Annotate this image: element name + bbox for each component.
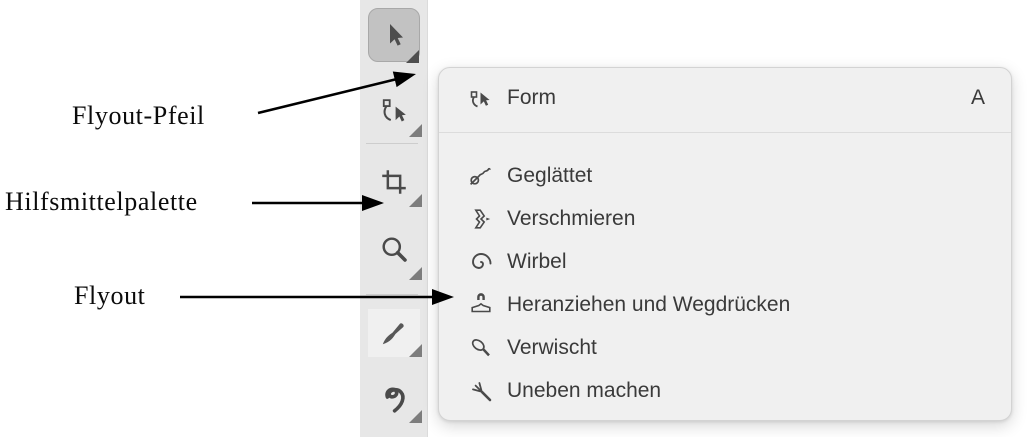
menu-item-form[interactable]: Form A bbox=[439, 78, 1011, 118]
annotation-label-flyout: Flyout bbox=[74, 281, 146, 310]
freehand-curve-tool-flyout-arrow-indicator[interactable] bbox=[409, 410, 422, 423]
menu-item-label: Uneben machen bbox=[507, 378, 662, 402]
freehand-curve-tool-button[interactable] bbox=[368, 376, 420, 424]
paintbrush-tool-flyout-arrow-indicator[interactable] bbox=[409, 344, 422, 357]
menu-separator bbox=[439, 132, 1011, 133]
menu-item-wirbel[interactable]: Wirbel bbox=[439, 240, 1011, 283]
menu-item-verwischt[interactable]: Verwischt bbox=[439, 326, 1011, 369]
zoom-tool-icon bbox=[382, 237, 407, 262]
menu-item-uneben-machen[interactable]: Uneben machen bbox=[439, 369, 1011, 412]
crop-tool-icon bbox=[382, 170, 406, 194]
menu-item-label: Heranziehen und Wegdrücken bbox=[507, 292, 791, 316]
annotation-label-flyout-pfeil: Flyout-Pfeil bbox=[72, 101, 205, 130]
menu-item-verschmieren[interactable]: Verschmieren bbox=[439, 197, 1011, 240]
shape-tool-icon bbox=[382, 99, 406, 122]
menu-item-shortcut: A bbox=[970, 86, 985, 109]
smudge-tool-icon bbox=[471, 338, 490, 356]
zoom-tool-button[interactable] bbox=[368, 225, 420, 273]
smear-tool-icon bbox=[474, 208, 491, 229]
roughen-tool-icon bbox=[472, 381, 492, 401]
pick-tool-flyout-arrow-indicator[interactable] bbox=[406, 50, 419, 63]
toolbox-separator bbox=[366, 294, 418, 295]
pick-tool-icon bbox=[390, 24, 403, 46]
freehand-curve-tool-icon bbox=[385, 387, 405, 413]
shape-tool-flyout-arrow-indicator[interactable] bbox=[409, 124, 422, 137]
crop-tool-flyout-arrow-indicator[interactable] bbox=[409, 194, 422, 207]
toolbox-separator bbox=[366, 143, 418, 144]
zoom-tool-flyout-arrow-indicator[interactable] bbox=[409, 267, 422, 280]
menu-item-heranziehen-und-wegdruecken[interactable]: Heranziehen und Wegdrücken bbox=[439, 283, 1011, 326]
smooth-tool-icon bbox=[469, 167, 491, 185]
menu-item-label: Wirbel bbox=[507, 249, 567, 273]
crop-tool-button[interactable] bbox=[368, 158, 420, 206]
menu-item-label: Geglättet bbox=[507, 163, 593, 187]
shape-tools-flyout-menu: Form A Geglättet Verschmieren Wirbel bbox=[438, 67, 1012, 421]
annotation-label-hilfsmittelpalette: Hilfsmittelpalette bbox=[5, 187, 198, 216]
twirl-tool-icon bbox=[472, 252, 492, 269]
menu-item-label: Verschmieren bbox=[507, 206, 636, 230]
toolbox bbox=[360, 0, 428, 437]
menu-item-label: Verwischt bbox=[507, 335, 597, 359]
shape-tool-icon bbox=[470, 91, 490, 108]
menu-item-geglaettet[interactable]: Geglättet bbox=[439, 154, 1011, 197]
paintbrush-tool-icon bbox=[382, 323, 404, 345]
attract-repel-tool-icon bbox=[471, 292, 491, 312]
menu-item-label: Form bbox=[507, 86, 556, 109]
